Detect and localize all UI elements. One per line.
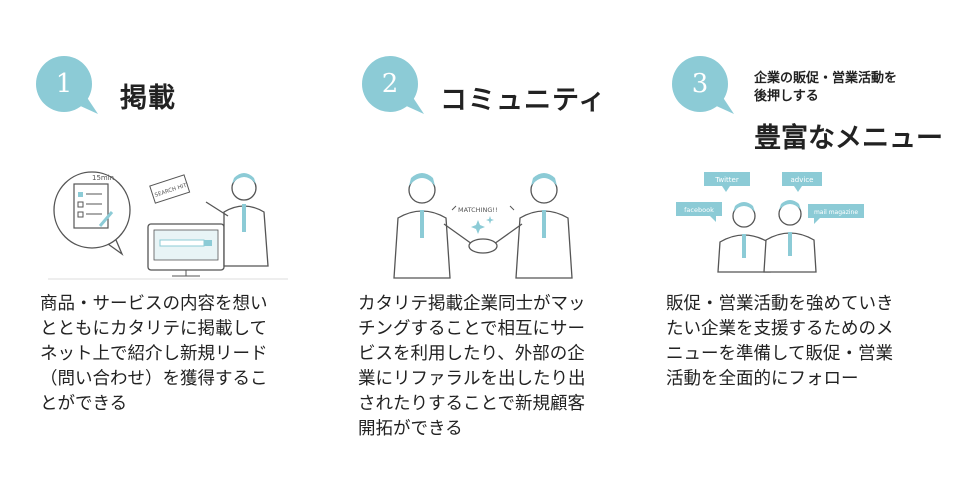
description-line: （問い合わせ）を獲得するこ xyxy=(40,369,268,389)
description-line: 商品・サービスの内容を想い xyxy=(40,294,268,314)
description-line: されたりすることで新規顧客 xyxy=(358,394,585,414)
subtitle-line: 企業の販促・営業活動を xyxy=(754,71,898,86)
speech-bubble-icon xyxy=(362,56,424,114)
bubble-mail-magazine: mail magazine xyxy=(814,209,858,216)
subtitle-line: 後押しする xyxy=(754,89,819,104)
description-line: ビスを利用したり、外部の企 xyxy=(358,344,585,364)
matching-label: MATCHING!! xyxy=(458,206,498,214)
feature-title: コミュニティ xyxy=(440,85,607,116)
menu-illustration: Twitter advice facebook mail magazine xyxy=(676,172,864,273)
speech-bubble-icon xyxy=(672,56,734,114)
description-line: 活動を全面的にフォロー xyxy=(666,369,859,389)
listing-illustration: 15min SEARCH HIT! xyxy=(48,171,288,280)
description-line: チングすることで相互にサー xyxy=(358,319,585,339)
description-line: 業にリファラルを出したり出 xyxy=(358,369,586,389)
number-badge: 3 xyxy=(672,56,736,120)
description-line: 販促・営業活動を強めていき xyxy=(666,294,894,314)
feature-card-menu: 3 企業の販促・営業活動を 後押しする 豊富なメニュー Twitter advi… xyxy=(658,0,958,502)
bubble-advice: advice xyxy=(791,176,814,184)
speech-bubble-icon xyxy=(36,56,98,114)
feature-description: 販促・営業活動を強めていき たい企業を支援するためのメ ニューを準備して販促・営… xyxy=(666,292,916,392)
feature-number: 2 xyxy=(381,69,399,99)
bubble-facebook: facebook xyxy=(684,206,714,214)
clock-label: 15min xyxy=(92,174,114,182)
description-line: とができる xyxy=(40,394,128,414)
description-line: ネット上で紹介し新規リード xyxy=(40,344,268,364)
feature-description: カタリテ掲載企業同士がマッ チングすることで相互にサー ビスを利用したり、外部の… xyxy=(358,292,608,442)
feature-title: 掲載 xyxy=(120,83,176,114)
feature-number: 1 xyxy=(55,69,73,99)
feature-number: 3 xyxy=(691,69,709,99)
description-line: 開拓ができる xyxy=(358,419,463,439)
feature-card-community: 2 コミュニティ MATCHING!! カタリテ掲載企業同士がマッ チングするこ… xyxy=(348,0,638,502)
feature-description: 商品・サービスの内容を想い とともにカタリテに掲載して ネット上で紹介し新規リー… xyxy=(40,292,290,417)
feature-card-listing: 1 掲載 15min SEARCH HIT! xyxy=(28,0,318,502)
number-badge: 2 xyxy=(362,56,426,120)
bubble-twitter: Twitter xyxy=(714,176,739,184)
description-line: ニューを準備して販促・営業 xyxy=(666,344,893,364)
description-line: とともにカタリテに掲載して xyxy=(40,319,267,339)
number-badge: 1 xyxy=(36,56,100,120)
feature-title: 豊富なメニュー xyxy=(754,123,943,154)
description-line: カタリテ掲載企業同士がマッ xyxy=(358,294,586,314)
description-line: たい企業を支援するためのメ xyxy=(666,319,894,339)
handshake-illustration: MATCHING!! xyxy=(393,173,573,279)
feature-subtitle: 企業の販促・営業活動を 後押しする xyxy=(754,70,897,106)
